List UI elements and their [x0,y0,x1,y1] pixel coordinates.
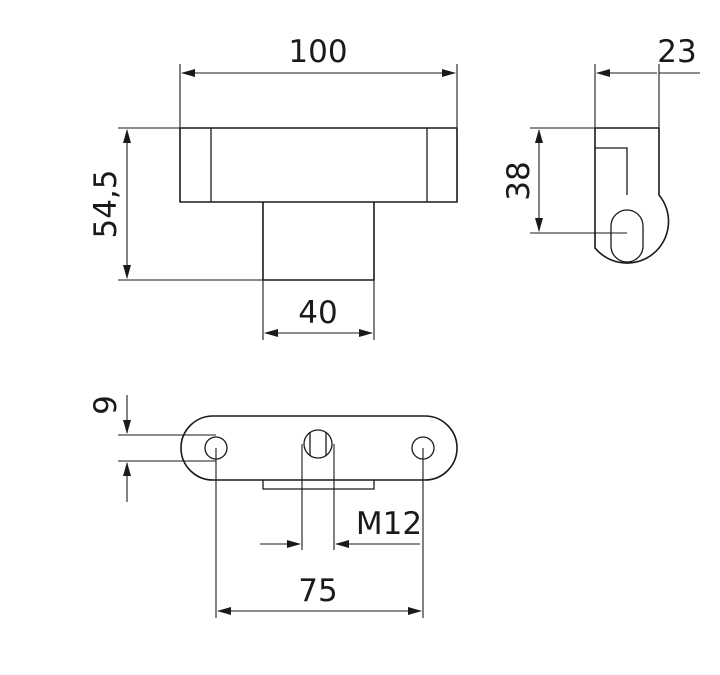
dimension-side-width: 23 [594,34,700,128]
dimension-label-side-height: 38 [501,161,537,200]
dimension-bottom-thickness: 9 [88,395,216,502]
dimension-top-height: 54,5 [88,127,263,281]
side-view: 23 38 [501,34,700,264]
dimension-hole-spacing: 75 [215,448,424,618]
side-view-outline [594,127,670,264]
dimension-side-height: 38 [501,127,627,234]
dimension-label-side-width: 23 [657,34,696,70]
bottom-view-outline [180,415,458,490]
front-view: 100 54,5 40 [88,34,458,340]
dimension-thread: M12 [260,444,422,550]
dimension-top-width: 100 [179,34,458,128]
dimension-label-stem-width: 40 [298,295,337,331]
front-view-outline [179,127,458,281]
dimension-label-hole-spacing: 75 [298,573,337,609]
dimension-label-bottom-thickness: 9 [88,395,124,415]
dimension-label-top-height: 54,5 [88,169,124,238]
dimension-label-top-width: 100 [288,34,347,70]
bottom-view: 9 M12 75 [88,395,458,618]
dimension-stem-width: 40 [262,280,375,340]
dimension-label-thread: M12 [356,506,422,542]
